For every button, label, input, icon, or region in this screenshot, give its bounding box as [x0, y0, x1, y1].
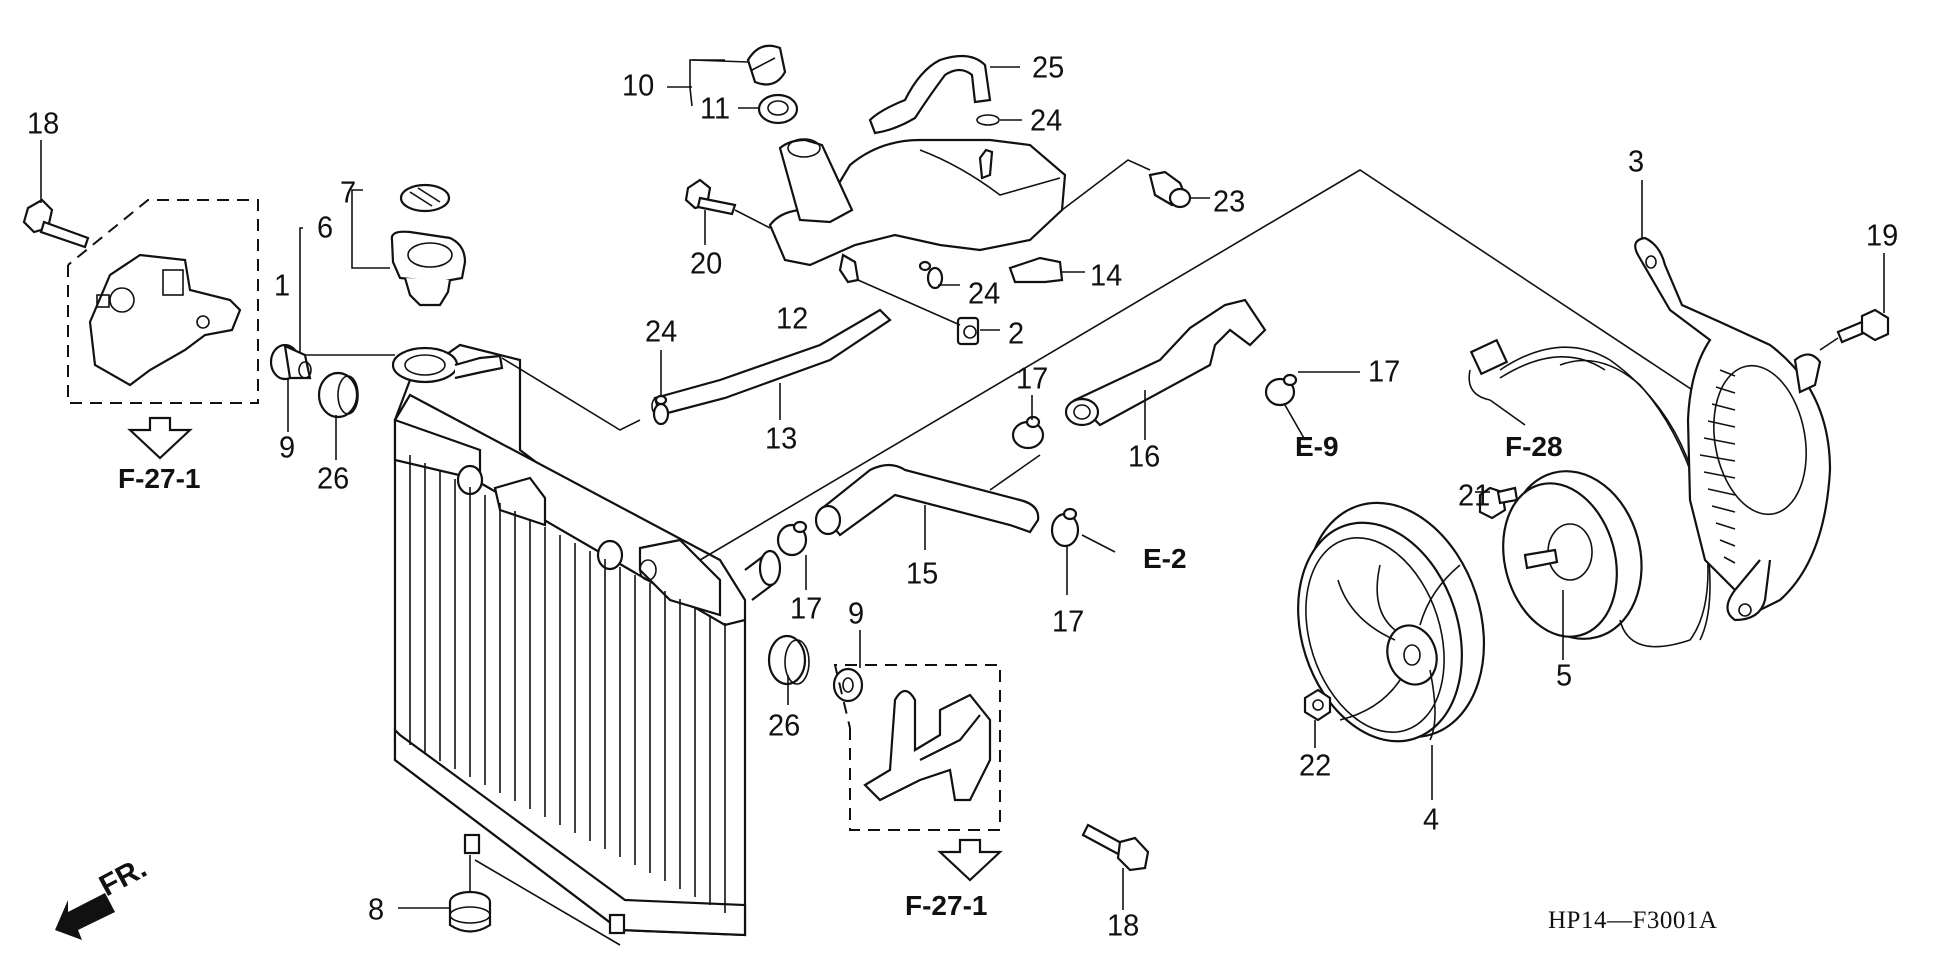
wire-harness [1468, 338, 1711, 641]
upper-hose [1064, 298, 1267, 440]
cushion-14 [1008, 256, 1085, 284]
callout-24-left[interactable]: 24 [645, 315, 678, 349]
overflow-tube [868, 54, 1022, 135]
clip-24-mid [918, 260, 960, 290]
callout-4[interactable]: 4 [1423, 803, 1440, 837]
bolt-21 [1475, 486, 1519, 520]
shroud-fin [1723, 556, 1736, 564]
callout-24-top[interactable]: 24 [1030, 104, 1063, 138]
shroud-fin [1719, 369, 1736, 377]
trim-clip-23 [1061, 159, 1210, 211]
fan-motor [1502, 359, 1709, 660]
clip-24-left [652, 350, 670, 426]
ref-e-2[interactable]: E-2 [1143, 543, 1187, 574]
shroud-fin [1707, 488, 1736, 496]
callout-17-b[interactable]: 17 [1368, 355, 1401, 389]
rubber-mount-8 [398, 855, 492, 933]
callout-6[interactable]: 6 [317, 211, 334, 245]
callout-5[interactable]: 5 [1556, 659, 1573, 693]
cooling-fan [1297, 501, 1486, 800]
callout-13[interactable]: 13 [765, 422, 798, 456]
collar-grommet-left [269, 343, 359, 460]
siphon-tube [651, 308, 892, 420]
ref-e-9[interactable]: E-9 [1295, 431, 1339, 462]
shroud-fin [1715, 386, 1736, 394]
callout-17-d[interactable]: 17 [1052, 605, 1085, 639]
bracket-center [833, 664, 1003, 882]
callout-23[interactable]: 23 [1213, 185, 1246, 219]
clamps-17 [776, 371, 1360, 595]
callout-25[interactable]: 25 [1032, 51, 1065, 85]
radiator-cap [299, 183, 467, 356]
callout-19[interactable]: 19 [1866, 219, 1899, 253]
callout-17-a[interactable]: 17 [1016, 362, 1049, 396]
bolt-18-left [22, 140, 90, 249]
tank-cap [667, 44, 799, 125]
clip-nut-2 [857, 279, 1000, 346]
callout-9-left[interactable]: 9 [279, 431, 296, 465]
callout-7[interactable]: 7 [340, 176, 357, 210]
callout-9-center[interactable]: 9 [848, 597, 865, 631]
shroud-fin [1711, 403, 1736, 411]
lower-hose [814, 463, 1040, 550]
callout-21[interactable]: 21 [1458, 479, 1491, 513]
callout-24-mid[interactable]: 24 [968, 277, 1001, 311]
bracket-left [67, 199, 259, 460]
collar-grommet-center [767, 630, 864, 705]
nut-22 [1303, 688, 1332, 748]
reserve-tank [768, 138, 1067, 284]
shroud-fin [1703, 437, 1736, 445]
callout-17-c[interactable]: 17 [790, 592, 823, 626]
callout-3[interactable]: 3 [1628, 145, 1645, 179]
bolt-19 [1819, 253, 1890, 351]
ref-f-28[interactable]: F-28 [1505, 431, 1563, 462]
callout-22[interactable]: 22 [1299, 749, 1332, 783]
callout-2[interactable]: 2 [1008, 317, 1025, 351]
ref-f-27-1-center[interactable]: F-27-1 [905, 890, 988, 921]
callout-1[interactable]: 1 [274, 269, 291, 303]
drawing-code: HP14—F3001A [1548, 907, 1718, 934]
callout-14[interactable]: 14 [1090, 259, 1123, 293]
bolt-18-center [1081, 823, 1150, 910]
shroud-fin [1699, 454, 1736, 462]
callout-10[interactable]: 10 [622, 69, 655, 103]
ref-f-27-1-left[interactable]: F-27-1 [118, 463, 201, 494]
callout-8[interactable]: 8 [368, 893, 385, 927]
callout-26-center[interactable]: 26 [768, 709, 801, 743]
callout-26-left[interactable]: 26 [317, 462, 350, 496]
callout-15[interactable]: 15 [906, 557, 939, 591]
shroud-fin [1707, 420, 1736, 428]
callout-18[interactable]: 18 [27, 107, 60, 141]
callout-11[interactable]: 11 [700, 92, 731, 126]
front-arrow-icon [55, 893, 115, 940]
shroud-fin [1719, 539, 1736, 547]
fan-shroud [1634, 180, 1832, 622]
callout-12[interactable]: 12 [776, 302, 809, 336]
bolt-20 [684, 178, 771, 245]
radiator [391, 343, 782, 946]
callout-20[interactable]: 20 [690, 247, 723, 281]
callout-18-center[interactable]: 18 [1107, 909, 1140, 943]
shroud-fin [1715, 522, 1736, 530]
callout-16[interactable]: 16 [1128, 440, 1161, 474]
shroud-fin [1703, 471, 1736, 479]
shroud-fin [1711, 505, 1736, 513]
